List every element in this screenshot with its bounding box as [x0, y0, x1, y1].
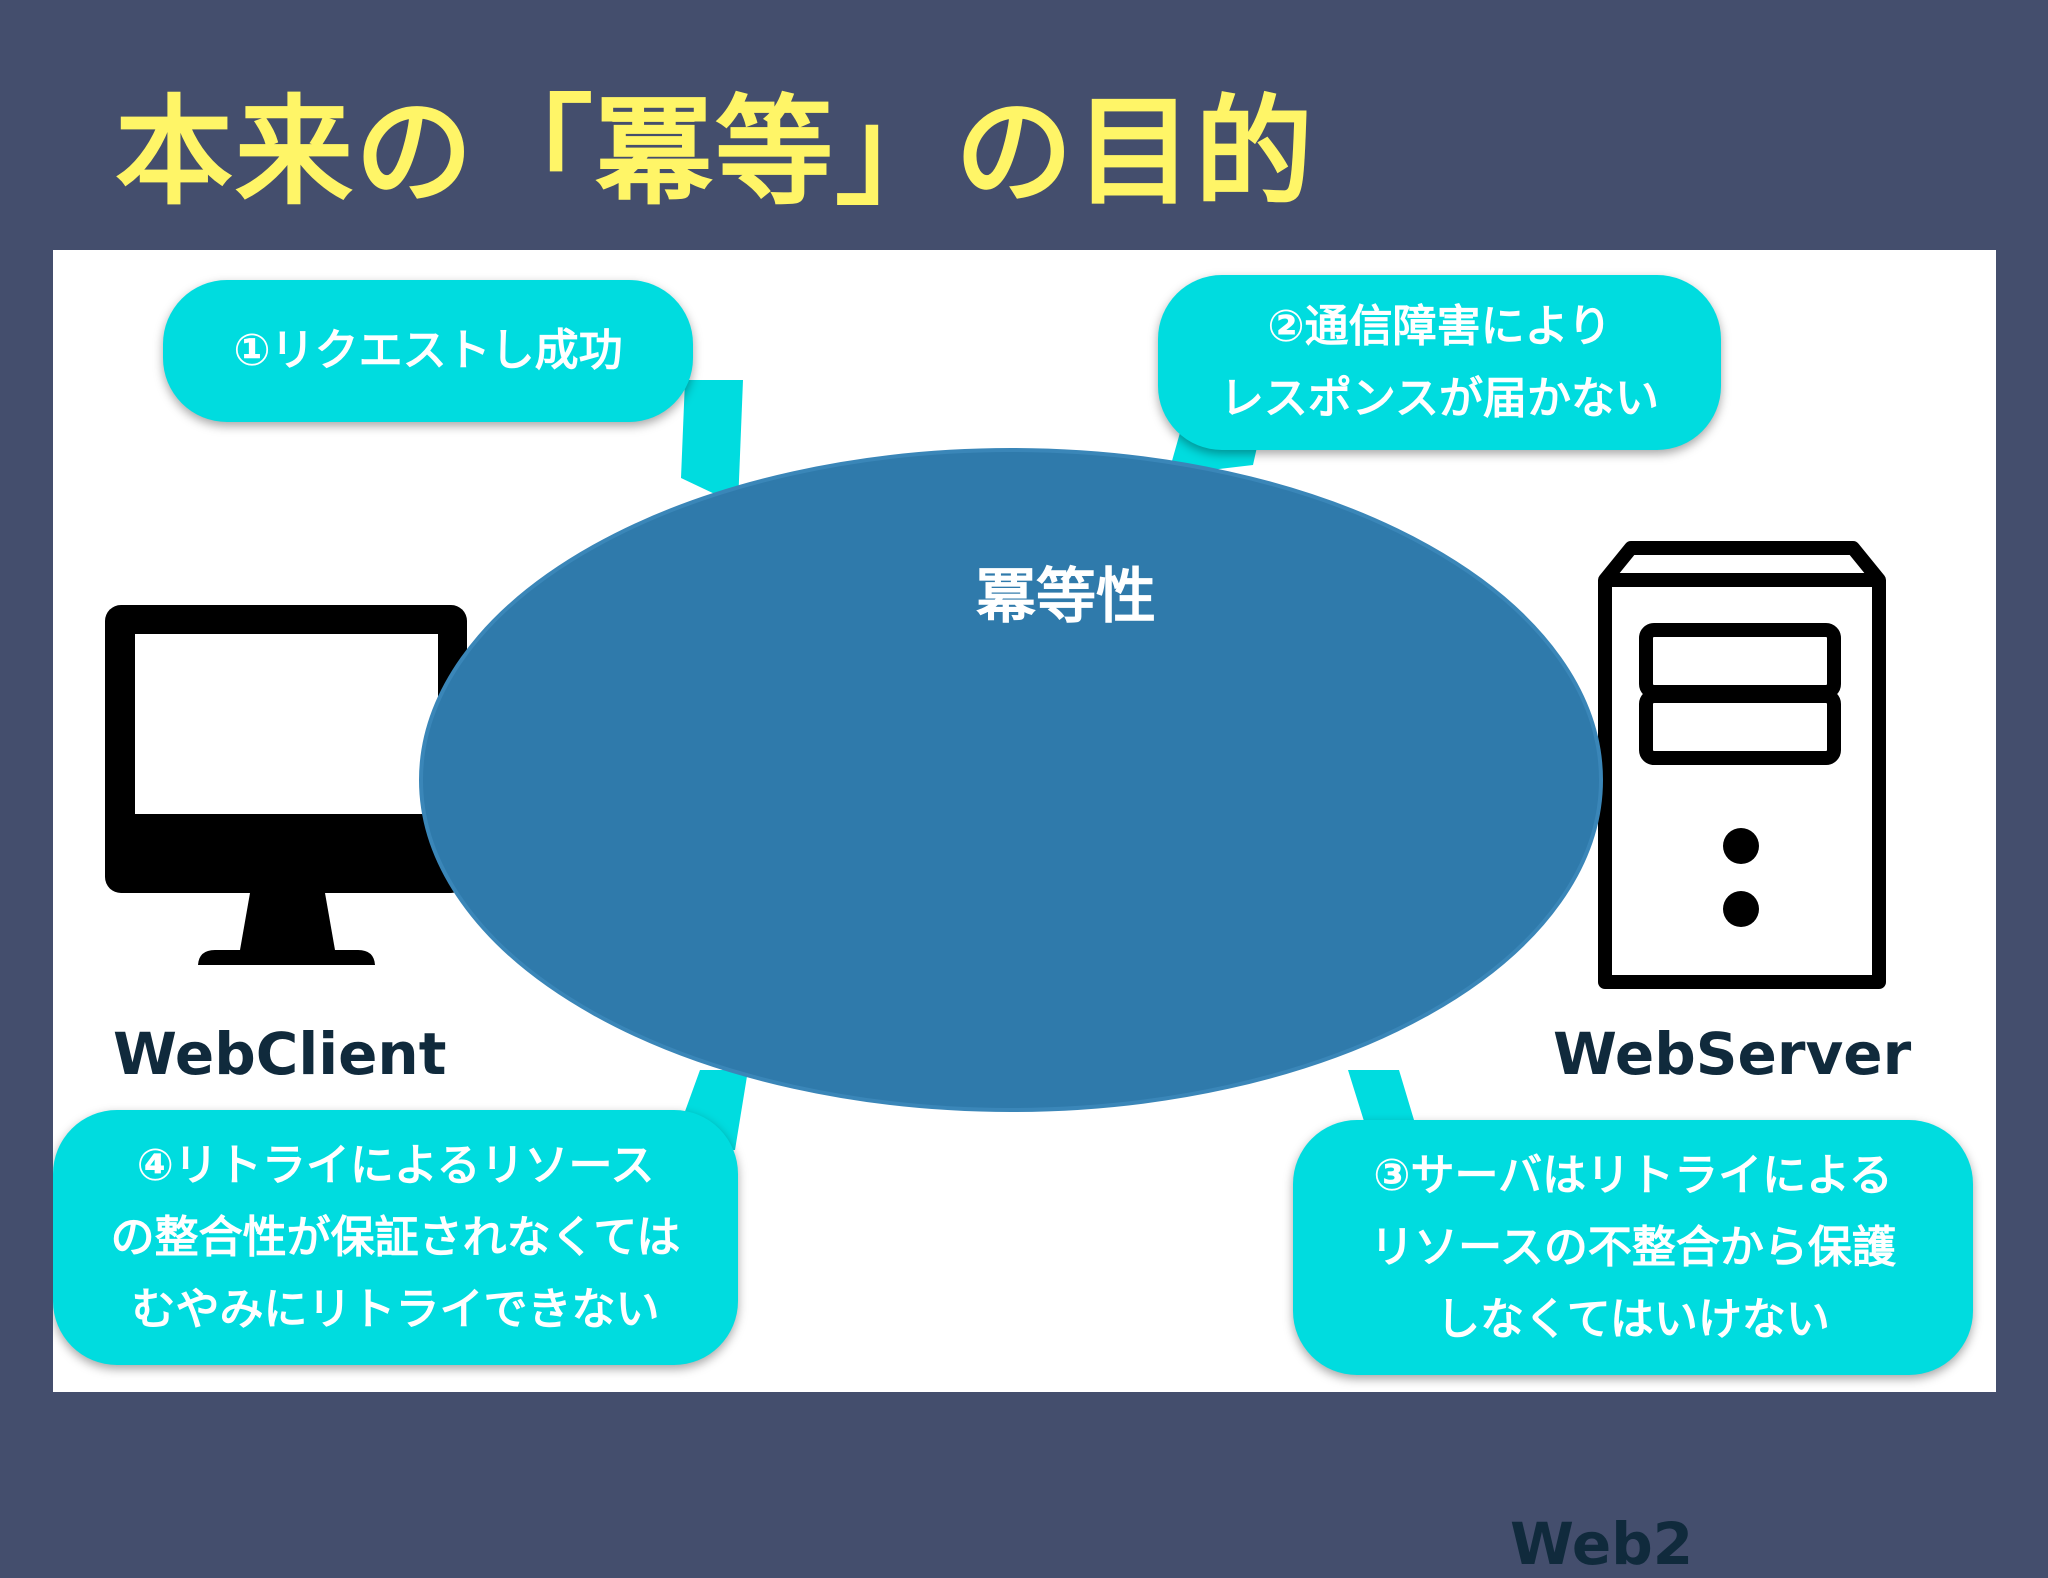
bubble-1-text: ①リクエストし成功 [233, 325, 623, 376]
bubble-2: ②通信障害により レスポンスが届かない [1158, 275, 1721, 450]
slide: 本来の「冪等」の目的 [53, 83, 1996, 1578]
idempotency-ellipse [419, 448, 1603, 1112]
idempotency-label: 冪等性 [976, 562, 1156, 632]
server-indicator-light [1723, 891, 1759, 927]
bubble-3: ③サーバはリトライによる リソースの不整合から保護 しなくてはいけない [1293, 1120, 1973, 1375]
webclient-label: WebClient [113, 1020, 447, 1088]
server-indicator-light [1723, 828, 1759, 864]
bubble-4-text: ④リトライによるリソース の整合性が保証されなくては むやみにリトライできない [110, 1139, 681, 1335]
bubble-3-text: ③サーバはリトライによる リソースの不整合から保護 しなくてはいけない [1370, 1149, 1896, 1345]
diagram-panel: 冪等性 WebClient WebServer ①リクエストし成功 ②通信障害に… [53, 250, 1996, 1392]
bubble-2-text: ②通信障害により レスポンスが届かない [1219, 300, 1660, 424]
webserver-label: WebServer [1553, 1020, 1912, 1088]
bubble-4: ④リトライによるリソース の整合性が保証されなくては むやみにリトライできない [53, 1110, 738, 1365]
bubble-1: ①リクエストし成功 [163, 280, 693, 422]
monitor-icon [105, 605, 467, 965]
bubble-1-tail [681, 380, 743, 505]
footer-text: Web2 [1510, 1510, 1694, 1578]
server-icon [1598, 541, 1886, 989]
slide-title: 本来の「冪等」の目的 [115, 83, 1316, 221]
diagram-graphics [105, 380, 1886, 1150]
